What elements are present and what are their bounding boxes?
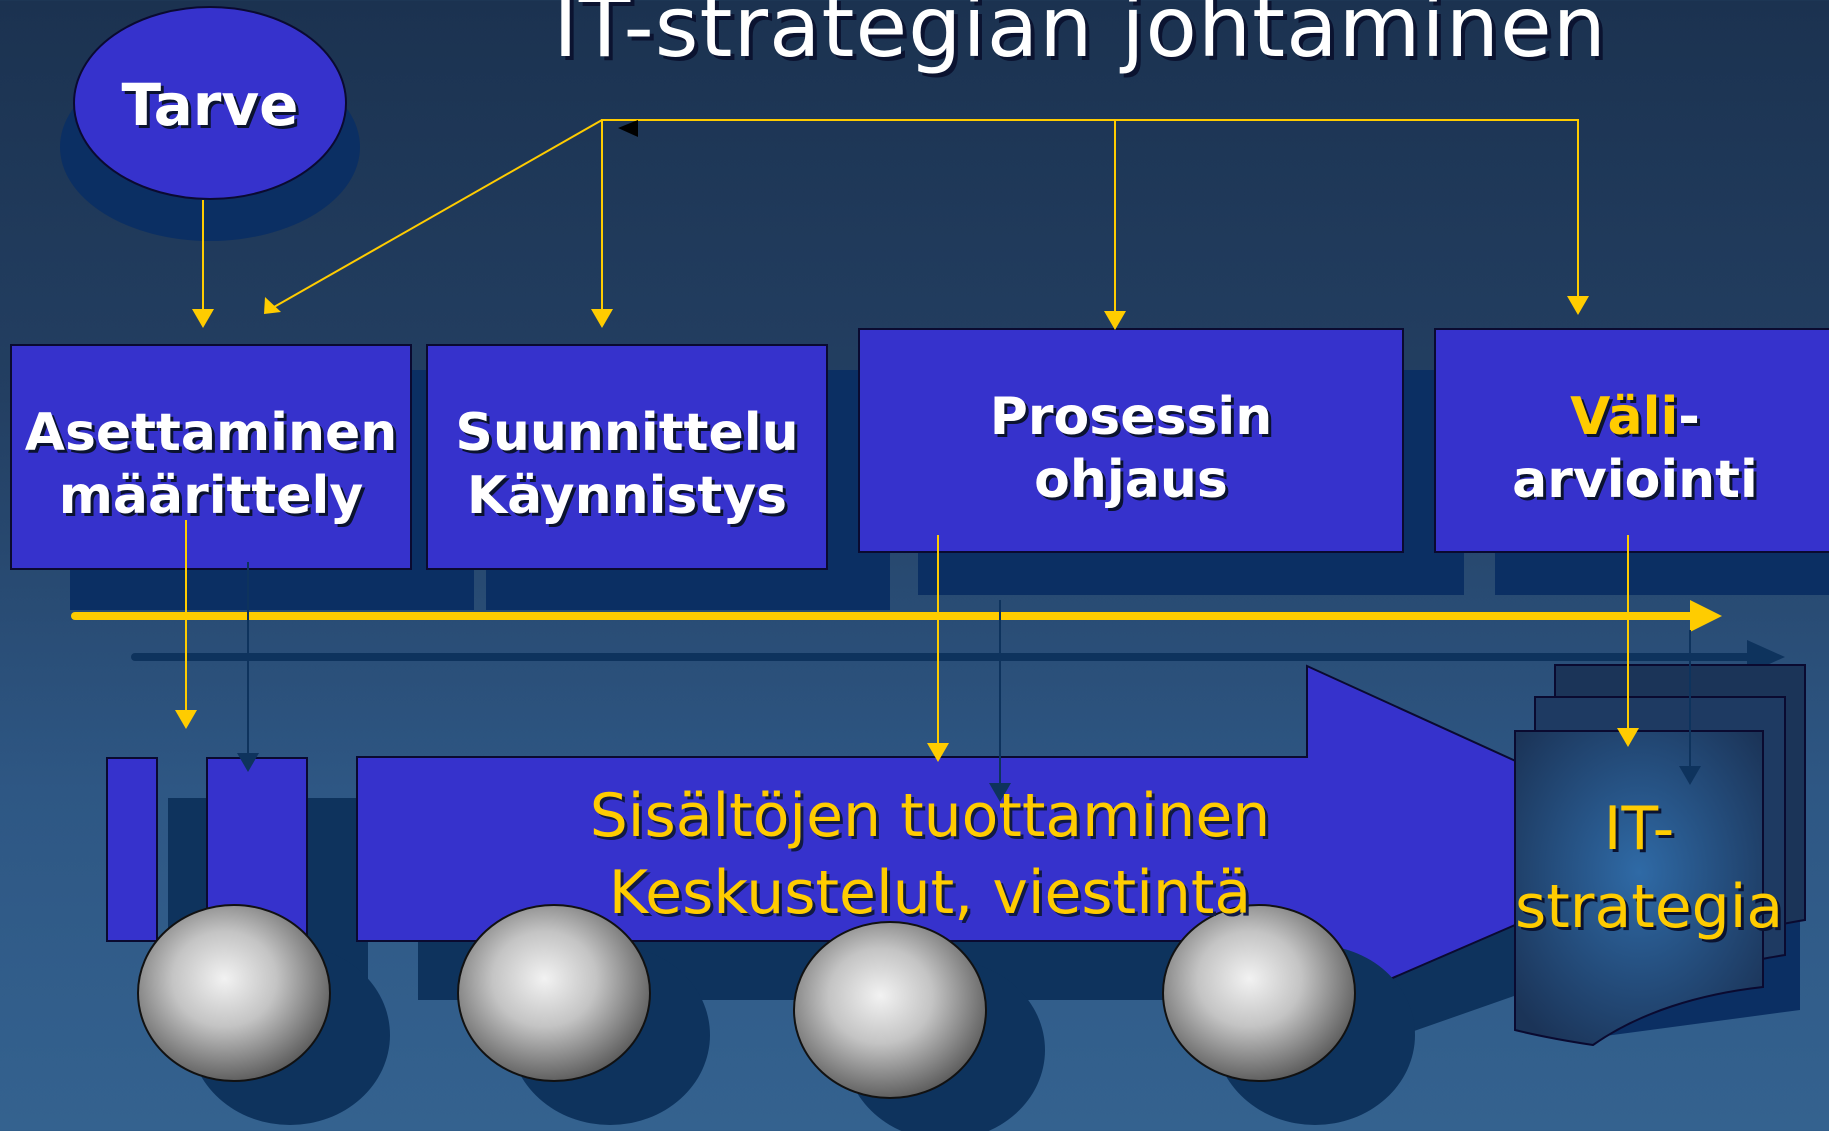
phase-box-definition bbox=[10, 344, 412, 570]
document-line1: IT- bbox=[1603, 794, 1675, 864]
phase-evaluation-hyphen: - bbox=[1678, 387, 1700, 447]
document-label: IT- strategia bbox=[1515, 790, 1784, 946]
phase-evaluation-line1: Väli- bbox=[1435, 386, 1829, 449]
slide-title: IT-strategian johtaminen bbox=[553, 0, 1607, 76]
phase-evaluation-line2: arviointi bbox=[1512, 450, 1758, 511]
wheel bbox=[137, 904, 331, 1082]
dark-connectors bbox=[247, 562, 1691, 785]
phase-process-control-label: Prosessin ohjaus bbox=[859, 386, 1403, 513]
need-label: Tarve bbox=[121, 71, 299, 139]
phase-evaluation-label: Väli- arviointi bbox=[1435, 386, 1829, 513]
phase-definition-label: Asettaminen määrittely bbox=[11, 402, 411, 529]
feedback-connectors bbox=[185, 119, 1629, 745]
phase-evaluation-highlight: Väli bbox=[1570, 387, 1679, 447]
wheel bbox=[793, 921, 987, 1099]
dark-arrowheads bbox=[237, 753, 1701, 802]
phase-box-planning bbox=[426, 344, 828, 570]
phase-definition-line1: Asettaminen bbox=[24, 403, 398, 463]
content-line2: Keskustelut, viestintä bbox=[608, 857, 1252, 928]
document-stack bbox=[1514, 664, 1806, 1047]
phase-planning-label: Suunnittelu Käynnistys bbox=[427, 402, 827, 529]
phase-planning-line1: Suunnittelu bbox=[455, 403, 799, 463]
document-line2: strategia bbox=[1515, 872, 1784, 942]
timeline-yellow-arrow bbox=[71, 600, 1722, 632]
connector-arrowheads bbox=[175, 296, 1639, 762]
wheel bbox=[1162, 904, 1356, 1082]
phase-process-control-line2: ohjaus bbox=[1034, 450, 1228, 511]
truck-wheels bbox=[137, 904, 1415, 1131]
phase-definition-line2: määrittely bbox=[58, 466, 364, 527]
timeline-dark-arrow bbox=[131, 640, 1785, 674]
phase-process-control-line1: Prosessin bbox=[989, 387, 1273, 447]
phase-planning-line2: Käynnistys bbox=[466, 466, 788, 527]
phase-box-process-control bbox=[858, 328, 1404, 553]
truck-cab-front bbox=[106, 757, 158, 942]
wheel bbox=[457, 904, 651, 1082]
phase-box-evaluation bbox=[1434, 328, 1829, 553]
content-arrow-label: Sisältöjen tuottaminen Keskustelut, vies… bbox=[390, 778, 1470, 932]
content-line1: Sisältöjen tuottaminen bbox=[589, 781, 1271, 851]
need-ellipse bbox=[73, 6, 347, 200]
loop-arrowhead bbox=[618, 120, 638, 137]
